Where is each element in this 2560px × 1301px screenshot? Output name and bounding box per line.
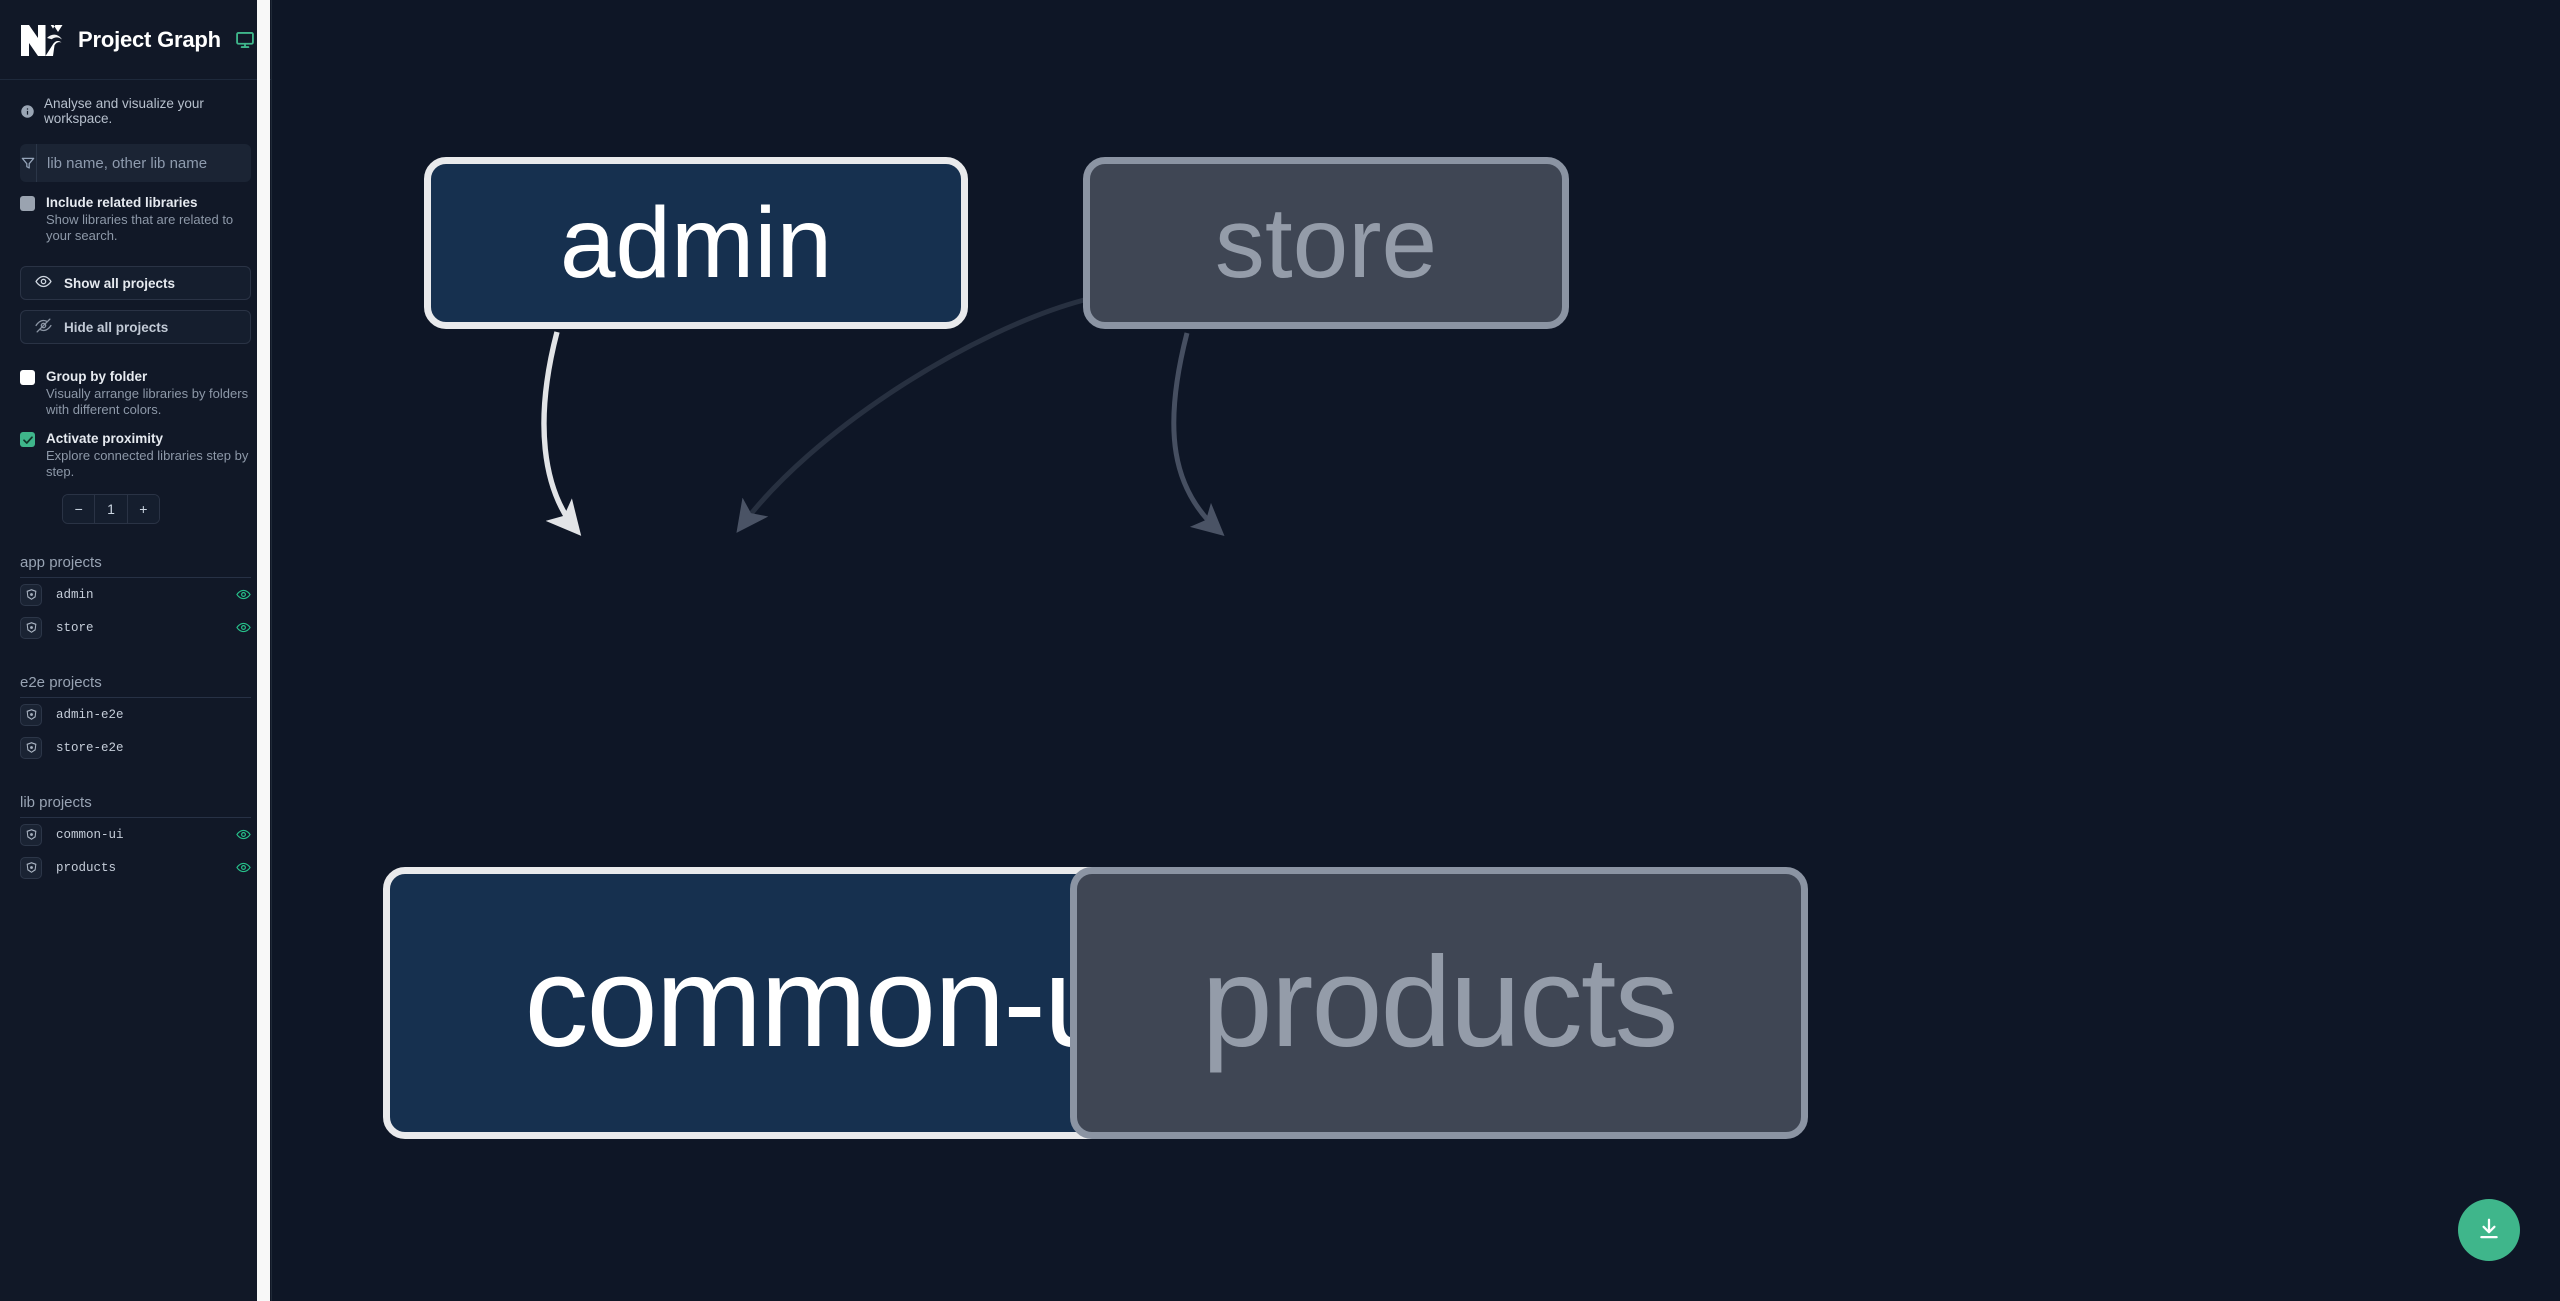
search-field[interactable] bbox=[20, 144, 251, 182]
option-activate-proximity[interactable]: Activate proximity Explore connected lib… bbox=[20, 430, 251, 480]
option-include-related-libraries[interactable]: Include related libraries Show libraries… bbox=[20, 194, 251, 244]
option-description: Explore connected libraries step by step… bbox=[46, 448, 249, 479]
project-name: common-ui bbox=[56, 827, 124, 842]
project-icon bbox=[20, 823, 42, 846]
graph-node-label: products bbox=[1201, 931, 1679, 1074]
sidebar-header: Project Graph bbox=[0, 0, 271, 80]
tagline-text: Analyse and visualize your workspace. bbox=[44, 96, 204, 126]
project-groups: app projects admin store e2e projects admin-… bbox=[20, 554, 251, 884]
eye-icon bbox=[35, 273, 52, 293]
tagline: Analyse and visualize your workspace. bbox=[0, 80, 271, 136]
option-label: Group by folder bbox=[46, 369, 148, 384]
show-all-projects-button[interactable]: Show all projects bbox=[20, 266, 251, 300]
option-group-by-folder[interactable]: Group by folder Visually arrange librari… bbox=[20, 368, 251, 418]
eye-visible-icon[interactable] bbox=[236, 587, 251, 602]
project-icon bbox=[20, 856, 42, 879]
project-name: admin bbox=[56, 587, 94, 602]
project-name: products bbox=[56, 860, 117, 875]
project-list-item-admin-e2e[interactable]: admin-e2e bbox=[20, 698, 251, 731]
sidebar-body: Include related libraries Show libraries… bbox=[0, 136, 271, 914]
project-group-title: lib projects bbox=[20, 794, 251, 818]
project-list-item-products[interactable]: products bbox=[20, 851, 251, 884]
nx-logo-icon bbox=[20, 22, 64, 58]
graph-node-products[interactable]: products bbox=[1070, 867, 1808, 1139]
edge-store-to-common-ui bbox=[736, 297, 1085, 533]
eye-visible-icon[interactable] bbox=[236, 620, 251, 635]
option-description: Visually arrange libraries by folders wi… bbox=[46, 386, 249, 417]
proximity-value: 1 bbox=[94, 495, 127, 523]
graph-node-store[interactable]: store bbox=[1083, 157, 1569, 329]
edge-admin-to-common-ui bbox=[541, 331, 582, 536]
filter-funnel-icon bbox=[20, 144, 37, 182]
graph-node-label: admin bbox=[559, 187, 833, 299]
monitor-icon[interactable] bbox=[235, 30, 255, 50]
hide-all-projects-button[interactable]: Hide all projects bbox=[20, 310, 251, 344]
search-input[interactable] bbox=[37, 144, 251, 182]
project-group-title: e2e projects bbox=[20, 674, 251, 698]
info-icon bbox=[20, 104, 35, 119]
project-name: store-e2e bbox=[56, 740, 124, 755]
option-description: Show libraries that are related to your … bbox=[46, 212, 234, 243]
graph-node-admin[interactable]: admin bbox=[424, 157, 968, 329]
checkbox-include-related-libraries[interactable] bbox=[20, 196, 35, 211]
eye-visible-icon[interactable] bbox=[236, 860, 251, 875]
project-name: admin-e2e bbox=[56, 707, 124, 722]
eye-visible-icon[interactable] bbox=[236, 827, 251, 842]
proximity-decrement-button[interactable]: − bbox=[63, 495, 95, 523]
project-name: store bbox=[56, 620, 94, 635]
option-label: Include related libraries bbox=[46, 195, 198, 210]
project-group-title: app projects bbox=[20, 554, 251, 578]
sidebar-scrollbar[interactable] bbox=[257, 0, 270, 1301]
hide-all-projects-label: Hide all projects bbox=[64, 319, 169, 335]
show-all-projects-label: Show all projects bbox=[64, 275, 176, 291]
page-title: Project Graph bbox=[78, 26, 221, 52]
graph-canvas[interactable]: admin store common-ui products bbox=[272, 0, 2560, 1301]
project-icon bbox=[20, 583, 42, 606]
project-list-item-store[interactable]: store bbox=[20, 611, 251, 644]
proximity-stepper[interactable]: − 1 + bbox=[62, 494, 160, 524]
download-graph-button[interactable] bbox=[2458, 1199, 2520, 1261]
eye-off-icon bbox=[35, 317, 52, 337]
download-icon bbox=[2476, 1216, 2502, 1245]
project-list-item-store-e2e[interactable]: store-e2e bbox=[20, 731, 251, 764]
graph-node-label: store bbox=[1214, 187, 1438, 299]
edge-store-to-products bbox=[1171, 332, 1225, 536]
graph-edges bbox=[541, 297, 1225, 536]
checkbox-group-by-folder[interactable] bbox=[20, 370, 35, 385]
project-icon bbox=[20, 616, 42, 639]
graph-node-label: common-ui bbox=[524, 931, 1141, 1074]
project-list-item-common-ui[interactable]: common-ui bbox=[20, 818, 251, 851]
checkbox-activate-proximity[interactable] bbox=[20, 432, 35, 447]
project-icon bbox=[20, 703, 42, 726]
project-list-item-admin[interactable]: admin bbox=[20, 578, 251, 611]
project-icon bbox=[20, 736, 42, 759]
option-label: Activate proximity bbox=[46, 431, 164, 446]
sidebar: Project Graph Analyse and visualize your… bbox=[0, 0, 272, 1301]
proximity-increment-button[interactable]: + bbox=[126, 495, 159, 523]
